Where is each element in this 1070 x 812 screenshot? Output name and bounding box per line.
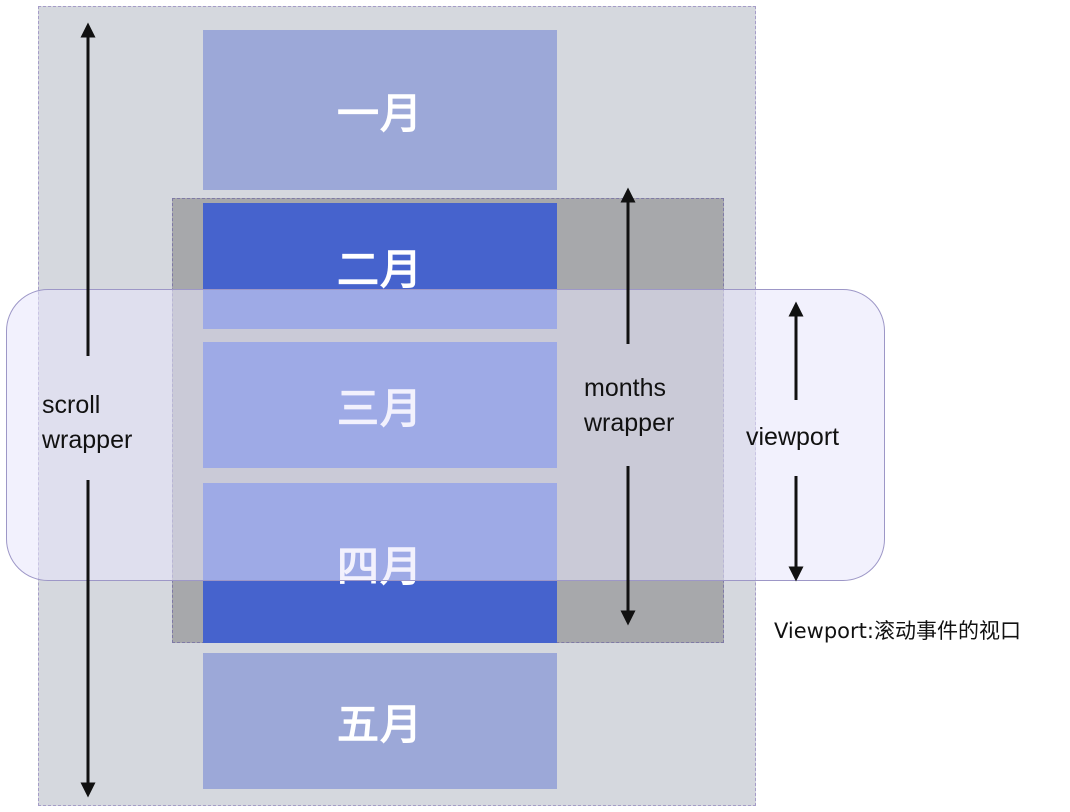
months-wrapper-label: months wrapper [584, 374, 675, 437]
month-block-may: 五月 [203, 653, 557, 789]
viewport-caption: Viewport:滚动事件的视口 [774, 619, 1021, 643]
viewport-region [6, 289, 885, 581]
month-block-january: 一月 [203, 30, 557, 190]
viewport-label: viewport [746, 423, 840, 451]
scroll-wrapper-label: scroll wrapper [42, 391, 133, 454]
